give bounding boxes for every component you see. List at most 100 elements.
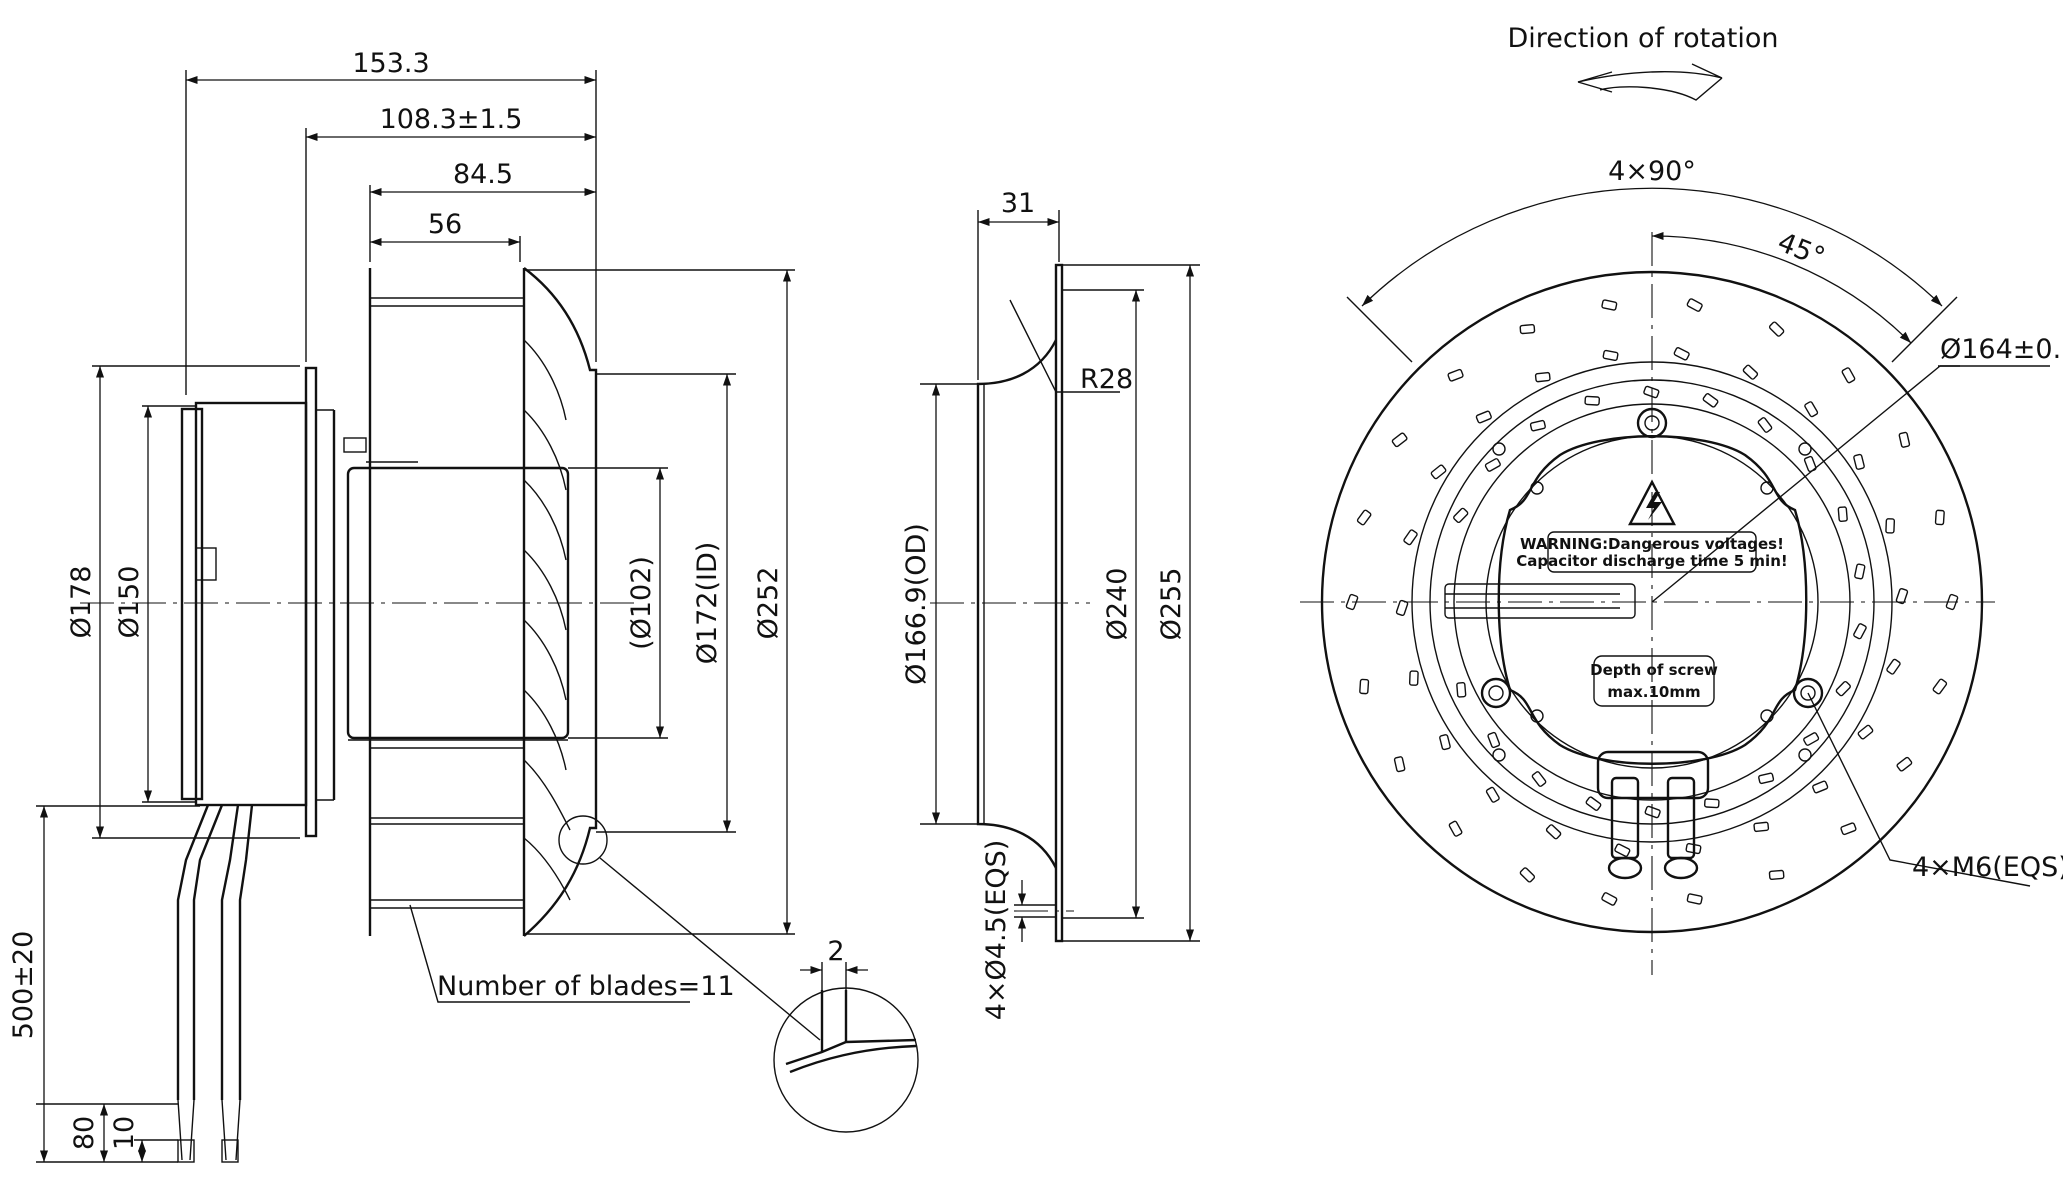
dim-ring-od: Ø166.9(OD) [901,523,932,685]
screw-head [1530,481,1544,495]
blade-slot [1359,678,1370,695]
side-view: 153.3 108.3±1.5 84.5 56 Ø178 Ø150 (Ø102)… [8,48,919,1163]
threads-label: 4×M6(EQS) [1912,852,2063,883]
blades-leader [409,904,690,1003]
blade-slot [1803,732,1820,746]
rotor-hub [346,466,570,740]
screw-head [1798,442,1812,456]
blade-slots [1345,298,1959,906]
blade-slot [1601,892,1618,906]
dim-impeller-length: 84.5 [453,159,513,190]
blade-slot [1643,385,1660,399]
rotation-arrow [1577,63,1723,101]
blade-slot [1758,772,1775,785]
blade-slot [1837,506,1848,523]
dim-dia-150: Ø150 [114,566,145,639]
blade-slot [1531,771,1547,787]
blade-slot [1529,419,1546,432]
blade-slot [1644,805,1661,819]
dim-detail-2: 2 [827,936,844,967]
motor-housing-front [1497,435,1808,765]
screw-head [1760,481,1774,495]
blade-slot [1448,820,1463,837]
blade-slot [1898,431,1911,448]
blade-slot [1391,432,1408,448]
warning-line-2: Capacitor discharge time 5 min! [1516,552,1787,570]
inlet-ring-profile [976,339,1058,869]
blade-slot [1403,529,1418,546]
blade-slot [1585,796,1602,811]
blade-slot [1753,821,1770,833]
cable-gland-block [1596,750,1710,800]
angle-45-arc [1651,231,1912,344]
front-view: Direction of rotation WARNING:Dangerous … [1300,23,2063,975]
blade-slot [1602,349,1619,362]
blade-slot [1356,509,1372,526]
blade-slot [1395,599,1409,617]
blade-slot [1886,658,1901,675]
blade-slot [1475,410,1492,424]
dim-dia-252: Ø252 [753,567,784,640]
blade-slot [1345,593,1359,611]
blade-slot [1519,324,1536,335]
blade-slot [1885,518,1896,534]
mounting-flange [304,366,318,838]
blade-slot [1841,367,1856,384]
blade-slot [1686,298,1703,312]
small-screws [1492,442,1812,762]
dim-hub-length: 56 [428,209,462,240]
blade-slot [1702,393,1719,408]
screw-head [1492,748,1506,762]
blade-slot [1601,299,1618,311]
blade-slot [1853,453,1865,470]
motor-end-cap [180,407,204,801]
blade-slot [1895,587,1909,605]
blade-slot [1485,786,1500,803]
blade-slot [1857,724,1874,740]
terminal-box [195,547,217,581]
blade-slot [1835,680,1851,697]
blade-slot [1945,593,1959,611]
inlet-ring-view: 31 R28 Ø166.9(OD) Ø240 Ø255 4×Ø4.5(EQS) [901,188,1200,1020]
blade-slot [1932,678,1948,695]
blade-slot [1742,364,1759,380]
blade-slot [1430,464,1447,480]
screw-line-2: max.10mm [1607,683,1700,701]
angle-90-label: 4×90° [1608,156,1696,187]
blade-slot [1439,734,1451,751]
dim-cable-length: 500±20 [8,931,39,1040]
screw-head [1530,709,1544,723]
blade-slot [1408,670,1419,686]
dim-ring-240: Ø240 [1102,568,1133,641]
blade-slot [1804,401,1819,418]
blade-slot [1686,893,1703,905]
blade-slot [1545,824,1562,840]
screw-line-1: Depth of screw [1590,661,1718,679]
motor-housing [194,401,308,807]
dim-ring-holes: 4×Ø4.5(EQS) [981,840,1012,1021]
blade-slot [1456,681,1467,698]
blade-slot [1840,822,1857,836]
dim-fan-length: 108.3±1.5 [380,104,523,135]
dim-ring-255: Ø255 [1156,568,1187,641]
warning-line-1: WARNING:Dangerous voltages! [1520,535,1784,553]
bolt-head [343,437,367,453]
dim-strip-80: 80 [69,1116,100,1150]
cable-right [220,804,240,1100]
inlet-ring-flange [1054,263,1064,943]
blade-slot [1393,756,1406,773]
dim-dia-172: Ø172(ID) [692,542,723,665]
blade-slot [1854,563,1866,580]
blade-slot [1447,368,1464,382]
screw-head [1492,442,1506,456]
blade-slot [1934,509,1945,526]
dim-strip-10: 10 [109,1116,140,1150]
blade-slot [1584,395,1601,406]
blade-slot [1896,756,1913,772]
dim-ring-depth: 31 [1001,188,1035,219]
blade-slot [1673,347,1690,361]
blade-slot [1853,623,1867,640]
blade-slot [1453,507,1469,524]
blade-slot [1519,867,1536,883]
